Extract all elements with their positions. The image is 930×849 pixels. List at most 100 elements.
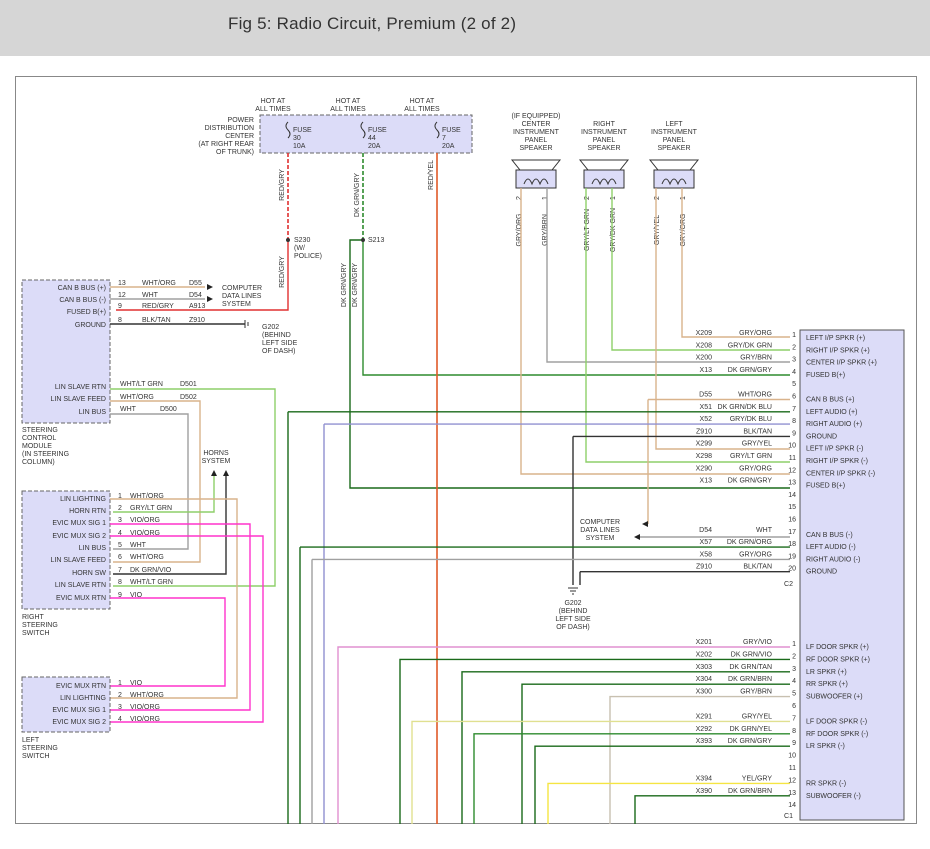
- wire-color: WHT: [756, 527, 773, 534]
- speaker-label: SPEAKER: [657, 145, 690, 152]
- wire-red-gry: [116, 240, 289, 311]
- circuit-id: X300: [696, 689, 712, 696]
- circuit-id: X201: [696, 639, 712, 646]
- pin-number: 20: [788, 566, 796, 573]
- wire-color: DK GRN/VIO: [130, 567, 172, 574]
- speaker-label: INSTRUMENT: [513, 129, 560, 136]
- wire-label: GRY/BRN: [542, 214, 549, 246]
- radio-pin-label: RR SPKR (-): [806, 780, 846, 787]
- wire-dk-grn-gry: [534, 745, 790, 824]
- g202-label: OF DASH): [262, 348, 295, 355]
- circuit-id: X13: [700, 367, 713, 374]
- wire-dk-grn-brn: [521, 683, 790, 824]
- circuit-id: D55: [699, 392, 712, 399]
- circuit-id: X57: [700, 539, 713, 546]
- wire-label: GRY/ORG: [516, 214, 523, 247]
- pin-number: 2: [792, 653, 796, 660]
- pin-number: 14: [788, 802, 796, 809]
- wire-dk-grn-vio: [399, 658, 790, 824]
- fuse-amp: 10A: [293, 143, 306, 150]
- wire-color: DK GRN/ORG: [727, 539, 772, 546]
- pin-number: 2: [118, 505, 122, 512]
- radio-pin-label: RF DOOR SPKR (-): [806, 731, 868, 738]
- pin-number: 11: [789, 455, 796, 462]
- circuit-id: A913: [189, 303, 205, 310]
- wire-color: GRY/ORG: [739, 465, 772, 472]
- speaker-coil-icon: [591, 178, 617, 186]
- lss-pin-label: EVIC MUX RTN: [56, 683, 106, 690]
- wire-label: RED/YEL: [428, 160, 435, 190]
- speaker-label: CENTER: [522, 121, 551, 128]
- left-steering-switch-label: LEFT: [22, 737, 40, 744]
- pin-number: 13: [118, 280, 126, 287]
- wire-color: VIO/ORG: [130, 517, 160, 524]
- radio-pin-label: LF DOOR SPKR (+): [806, 644, 869, 651]
- wire-color: GRY/YEL: [742, 713, 772, 720]
- wire-color: DK GRN/GRY: [728, 478, 773, 485]
- s230-label: S230: [294, 237, 310, 244]
- radio-pin-label: LEFT AUDIO (+): [806, 409, 857, 416]
- pin-number: 5: [118, 542, 122, 549]
- circuit-id: X298: [696, 453, 712, 460]
- wire-label: DK GRN/GRY: [341, 263, 348, 308]
- radio-pin-label: LR SPKR (+): [806, 669, 847, 676]
- pdc-label: CENTER: [225, 133, 254, 140]
- circuit-id: D500: [160, 406, 177, 413]
- pin-number: 1: [542, 196, 549, 200]
- scm-label: (IN STEERING: [22, 451, 69, 458]
- wire-color: BLK/TAN: [142, 317, 171, 324]
- radio-pin-label: LR SPKR (-): [806, 743, 845, 750]
- wire-color: DK GRN/BRN: [728, 788, 772, 795]
- hot-at-all-times-label: HOT AT: [410, 98, 435, 105]
- pin-number: 11: [789, 765, 796, 772]
- fuse-label: FUSE: [442, 127, 461, 134]
- connector-label: C2: [784, 581, 793, 588]
- page-title: Fig 5: Radio Circuit, Premium (2 of 2): [228, 14, 517, 33]
- wire-vio: [110, 597, 226, 687]
- wire-wht-lt-grn: [110, 388, 276, 587]
- wire-color: DK GRN/VIO: [731, 651, 773, 658]
- radio-pin-label: GROUND: [806, 569, 837, 576]
- scm-label: CONTROL: [22, 435, 56, 442]
- fuse-icon: [285, 121, 291, 139]
- scm-pin-label: CAN B BUS (+): [58, 285, 106, 292]
- pin-number: 13: [788, 480, 796, 487]
- right-steering-switch-label: STEERING: [22, 622, 58, 629]
- pin-number: 2: [516, 196, 523, 200]
- speaker-icon: [578, 159, 630, 171]
- wire-color: VIO: [130, 680, 143, 687]
- circuit-id: Z910: [696, 428, 712, 435]
- circuit-id: D501: [180, 381, 197, 388]
- radio-pin-label: LEFT AUDIO (-): [806, 544, 856, 551]
- wire-color: WHT/LT GRN: [120, 381, 163, 388]
- pin-number: 12: [788, 467, 796, 474]
- circuit-id: X209: [696, 330, 712, 337]
- circuit-id: D54: [699, 527, 712, 534]
- wire-color: GRY/LT GRN: [130, 505, 172, 512]
- wire-color: DK GRN/BRN: [728, 676, 772, 683]
- pin-number: 16: [788, 517, 796, 524]
- rss-pin-label: HORN RTN: [69, 508, 106, 515]
- computer-data-lines-label: DATA LINES: [222, 293, 262, 300]
- radio-pin-label: FUSED B(+): [806, 483, 845, 490]
- pin-number: 4: [792, 678, 796, 685]
- g202-label: (BEHIND: [262, 332, 291, 339]
- pin-number: 1: [118, 493, 122, 500]
- wire-label: GRY/ORG: [680, 214, 687, 247]
- wire-color: WHT/LT GRN: [130, 579, 173, 586]
- wire-wht-org: [110, 498, 238, 699]
- hot-at-all-times-label: ALL TIMES: [330, 106, 366, 113]
- pin-number: 3: [792, 666, 796, 673]
- speaker-coil-icon: [523, 178, 549, 186]
- arrow-icon: [634, 534, 640, 540]
- wire-dk-grn-gry: [362, 240, 790, 376]
- fuse-label: FUSE: [293, 127, 312, 134]
- rss-pin-label: LIN SLAVE RTN: [55, 582, 106, 589]
- wire-color: WHT/ORG: [738, 392, 772, 399]
- speaker-label: SPEAKER: [587, 145, 620, 152]
- pin-number: 12: [118, 292, 126, 299]
- speaker-label: INSTRUMENT: [651, 129, 698, 136]
- speaker-label: PANEL: [663, 137, 686, 144]
- wire-color: VIO/ORG: [130, 530, 160, 537]
